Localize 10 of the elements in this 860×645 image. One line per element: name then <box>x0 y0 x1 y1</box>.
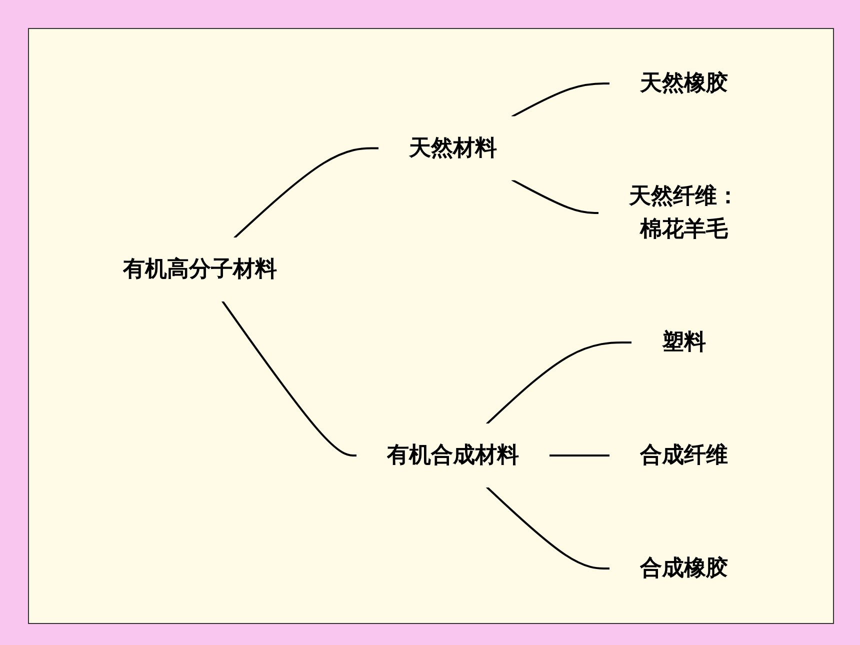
connector <box>486 342 632 425</box>
node-text: 合成纤维 <box>640 443 728 468</box>
connector <box>511 82 610 118</box>
connector <box>511 178 599 214</box>
connector <box>222 300 357 456</box>
connector <box>486 486 610 570</box>
node-text: 塑料 <box>662 330 706 355</box>
connector <box>549 454 610 456</box>
node-text: 合成橡胶 <box>640 556 728 581</box>
connector <box>234 147 379 239</box>
